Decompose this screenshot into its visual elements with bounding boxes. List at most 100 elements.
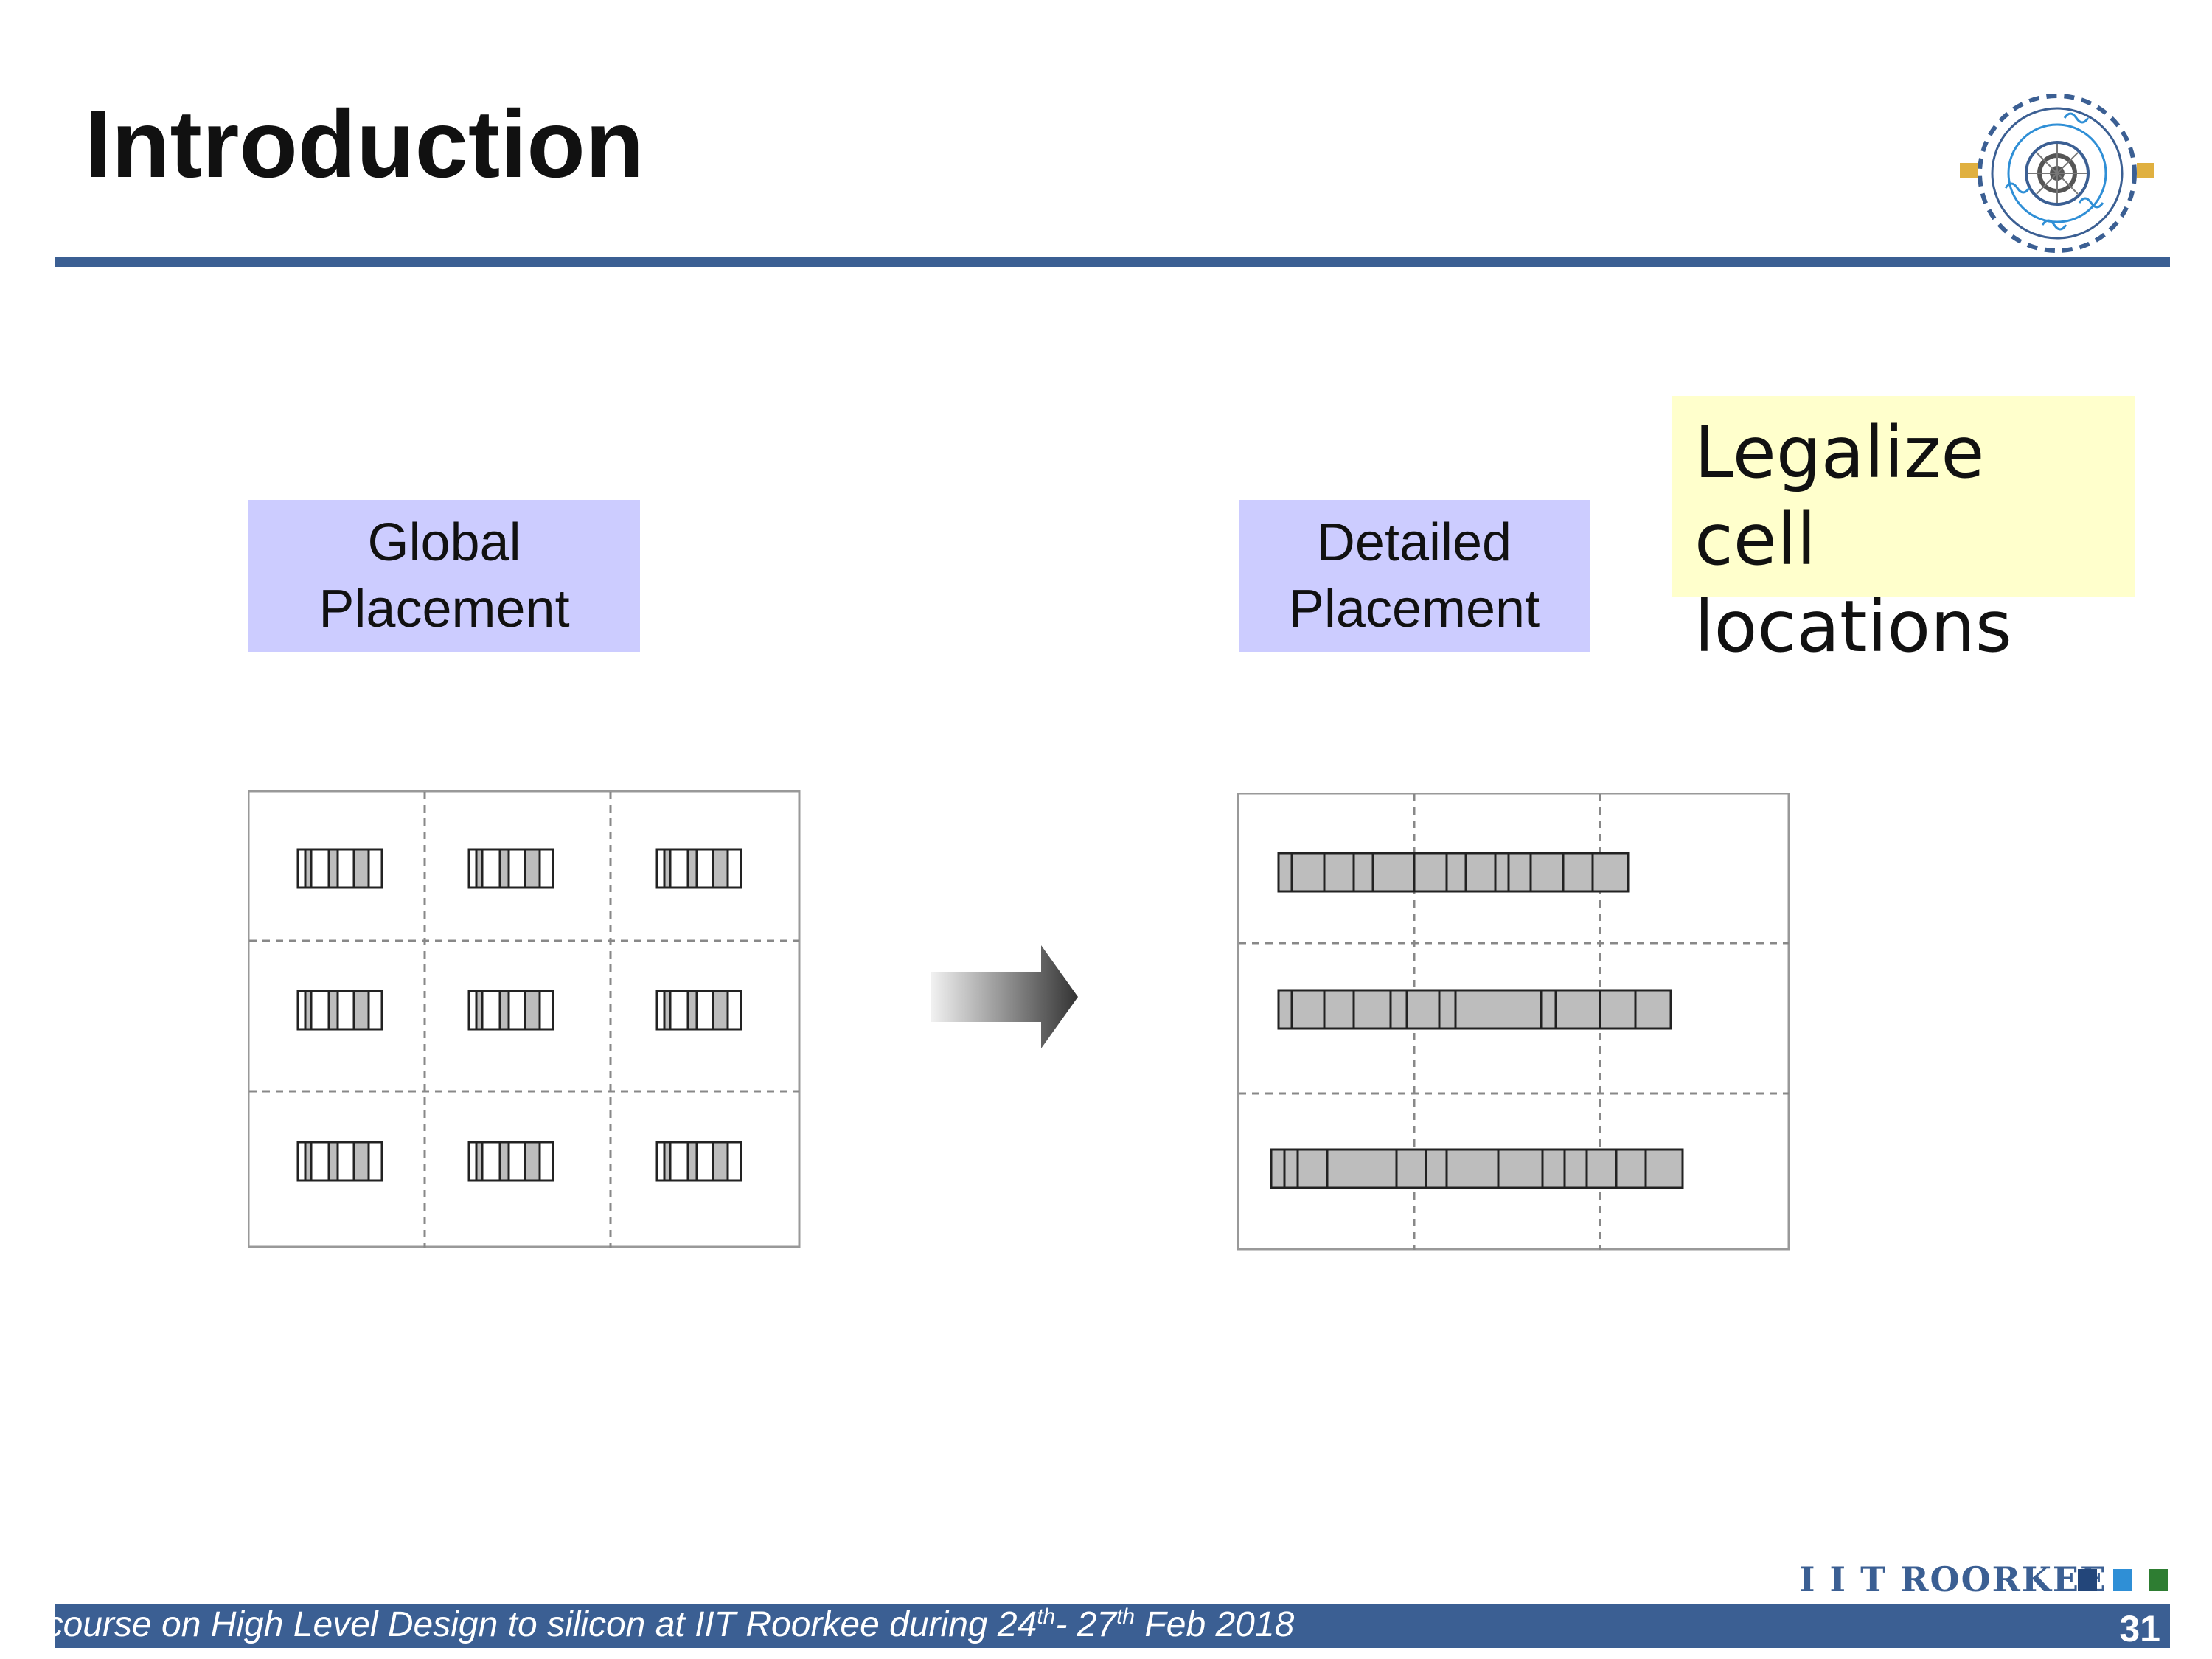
cell bbox=[1326, 1148, 1398, 1189]
cell bbox=[327, 990, 339, 1031]
footer-text-c: Feb 2018 bbox=[1135, 1605, 1295, 1644]
cell bbox=[726, 848, 742, 889]
footer-sup-b: th bbox=[1116, 1604, 1135, 1629]
cell bbox=[336, 848, 355, 889]
cell bbox=[352, 990, 370, 1031]
slide-title: Introduction bbox=[85, 90, 644, 198]
cell bbox=[498, 1141, 510, 1182]
legalize-note-line1: Legalize cell bbox=[1694, 411, 1985, 581]
cell bbox=[367, 1141, 383, 1182]
cell bbox=[1541, 1148, 1566, 1189]
cell-row-2 bbox=[1277, 989, 1672, 1030]
cell bbox=[1497, 1148, 1544, 1189]
cell bbox=[695, 1141, 714, 1182]
cell bbox=[367, 990, 383, 1031]
footer-course-text: EP course on High Level Design to silico… bbox=[0, 1604, 1294, 1645]
detailed-placement-label: Detailed Placement bbox=[1239, 500, 1590, 652]
cell bbox=[1634, 989, 1672, 1030]
cell bbox=[538, 848, 554, 889]
cell bbox=[1464, 852, 1497, 893]
cell bbox=[524, 990, 541, 1031]
global-placement-line2: Placement bbox=[319, 580, 570, 639]
cell bbox=[481, 848, 501, 889]
cell bbox=[712, 848, 729, 889]
footer-sup-a: th bbox=[1037, 1604, 1056, 1629]
legalize-note: Legalize cell locations bbox=[1672, 396, 2135, 668]
detailed-placement-line2: Placement bbox=[1288, 580, 1540, 639]
footer-text-a: EP course on High Level Design to silico… bbox=[0, 1605, 1037, 1644]
cell bbox=[336, 990, 355, 1031]
cell bbox=[669, 990, 689, 1031]
global-placement-grid bbox=[248, 790, 801, 1248]
cell bbox=[726, 1141, 742, 1182]
cell bbox=[1599, 989, 1637, 1030]
title-divider bbox=[55, 257, 2170, 267]
page-number: 31 bbox=[2119, 1608, 2160, 1649]
cell bbox=[726, 990, 742, 1031]
cell bbox=[1371, 852, 1416, 893]
cell bbox=[1540, 989, 1557, 1030]
footer-text-b: - 27 bbox=[1055, 1605, 1117, 1644]
cell-cluster-8 bbox=[467, 1141, 554, 1182]
cell bbox=[367, 848, 383, 889]
cell bbox=[1425, 1148, 1448, 1189]
cell bbox=[1323, 852, 1355, 893]
cell bbox=[712, 990, 729, 1031]
legalize-note-line2: locations bbox=[1694, 585, 2012, 668]
cell bbox=[507, 990, 526, 1031]
cell bbox=[686, 848, 698, 889]
cell bbox=[1352, 852, 1374, 893]
cell bbox=[695, 848, 714, 889]
cell bbox=[1562, 852, 1594, 893]
global-placement-label: Global Placement bbox=[248, 500, 640, 652]
cell bbox=[1413, 852, 1448, 893]
cell bbox=[524, 848, 541, 889]
cell bbox=[352, 848, 370, 889]
cell bbox=[1563, 1148, 1588, 1189]
cell bbox=[1277, 852, 1293, 893]
cell-cluster-9 bbox=[655, 1141, 742, 1182]
cell-cluster-3 bbox=[655, 848, 742, 889]
cell bbox=[538, 1141, 554, 1182]
detailed-placement-grid bbox=[1237, 793, 1790, 1251]
cell bbox=[1454, 989, 1543, 1030]
cell bbox=[1585, 1148, 1618, 1189]
cell-cluster-2 bbox=[467, 848, 554, 889]
cell bbox=[1283, 1148, 1299, 1189]
cell bbox=[352, 1141, 370, 1182]
cell bbox=[498, 990, 510, 1031]
cell bbox=[669, 848, 689, 889]
cell bbox=[327, 848, 339, 889]
cell bbox=[498, 848, 510, 889]
cell bbox=[712, 1141, 729, 1182]
cell bbox=[1644, 1148, 1684, 1189]
cell bbox=[1438, 989, 1457, 1030]
cell bbox=[1270, 1148, 1286, 1189]
logo-square-1 bbox=[2078, 1569, 2097, 1591]
cell bbox=[1494, 852, 1510, 893]
cell bbox=[1405, 989, 1441, 1030]
cell bbox=[1445, 852, 1467, 893]
cell bbox=[524, 1141, 541, 1182]
cell bbox=[1290, 852, 1326, 893]
global-placement-line1: Global bbox=[367, 513, 521, 572]
iit-roorkee-logo-text: I I T ROORKEE bbox=[1799, 1559, 2108, 1599]
cell bbox=[327, 1141, 339, 1182]
cell bbox=[669, 1141, 689, 1182]
cell bbox=[1290, 989, 1326, 1030]
cell bbox=[1529, 852, 1565, 893]
cell bbox=[310, 1141, 330, 1182]
cell bbox=[686, 990, 698, 1031]
cell bbox=[1445, 1148, 1500, 1189]
cell bbox=[507, 848, 526, 889]
cell-cluster-1 bbox=[296, 848, 383, 889]
cell bbox=[1395, 1148, 1427, 1189]
iit-roorkee-seal-icon bbox=[1960, 94, 2154, 253]
cell bbox=[538, 990, 554, 1031]
cell bbox=[310, 848, 330, 889]
cell bbox=[507, 1141, 526, 1182]
global-cell-clusters bbox=[296, 848, 742, 1182]
detailed-placement-line1: Detailed bbox=[1316, 513, 1512, 572]
cell bbox=[695, 990, 714, 1031]
logo-square-3 bbox=[2149, 1569, 2168, 1591]
